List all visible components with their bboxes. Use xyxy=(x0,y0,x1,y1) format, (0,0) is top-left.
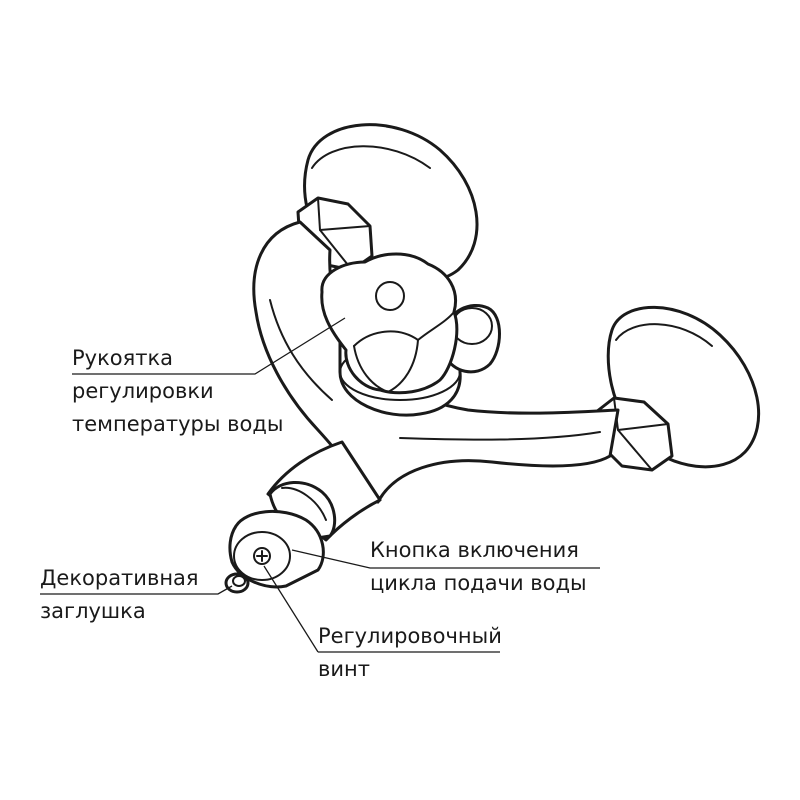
label-line: регулировки xyxy=(72,379,214,403)
label-adjusting-screw: Регулировочный винт xyxy=(318,620,502,686)
plug-leader xyxy=(40,585,233,595)
label-line: заглушка xyxy=(40,599,146,623)
temperature-handle xyxy=(320,252,459,395)
label-decorative-plug: Декоративная заглушка xyxy=(40,562,199,628)
handle-leader xyxy=(72,317,346,375)
rear-knob xyxy=(444,304,501,374)
screw-leader xyxy=(263,565,500,653)
label-line: винт xyxy=(318,657,370,681)
label-line: Декоративная xyxy=(40,566,199,590)
label-water-cycle-button: Кнопка включения цикла подачи воды xyxy=(370,534,587,600)
decorative-plug xyxy=(224,572,250,594)
button-leader xyxy=(291,549,600,569)
water-cycle-button xyxy=(228,509,325,589)
leader-lines xyxy=(40,317,600,653)
label-line: Кнопка включения xyxy=(370,538,579,562)
label-line: Регулировочный xyxy=(318,624,502,648)
label-temperature-handle: Рукоятка регулировки температуры воды xyxy=(72,342,283,441)
label-line: Рукоятка xyxy=(72,346,174,370)
label-line: температуры воды xyxy=(72,412,284,436)
label-line: цикла подачи воды xyxy=(370,571,587,595)
